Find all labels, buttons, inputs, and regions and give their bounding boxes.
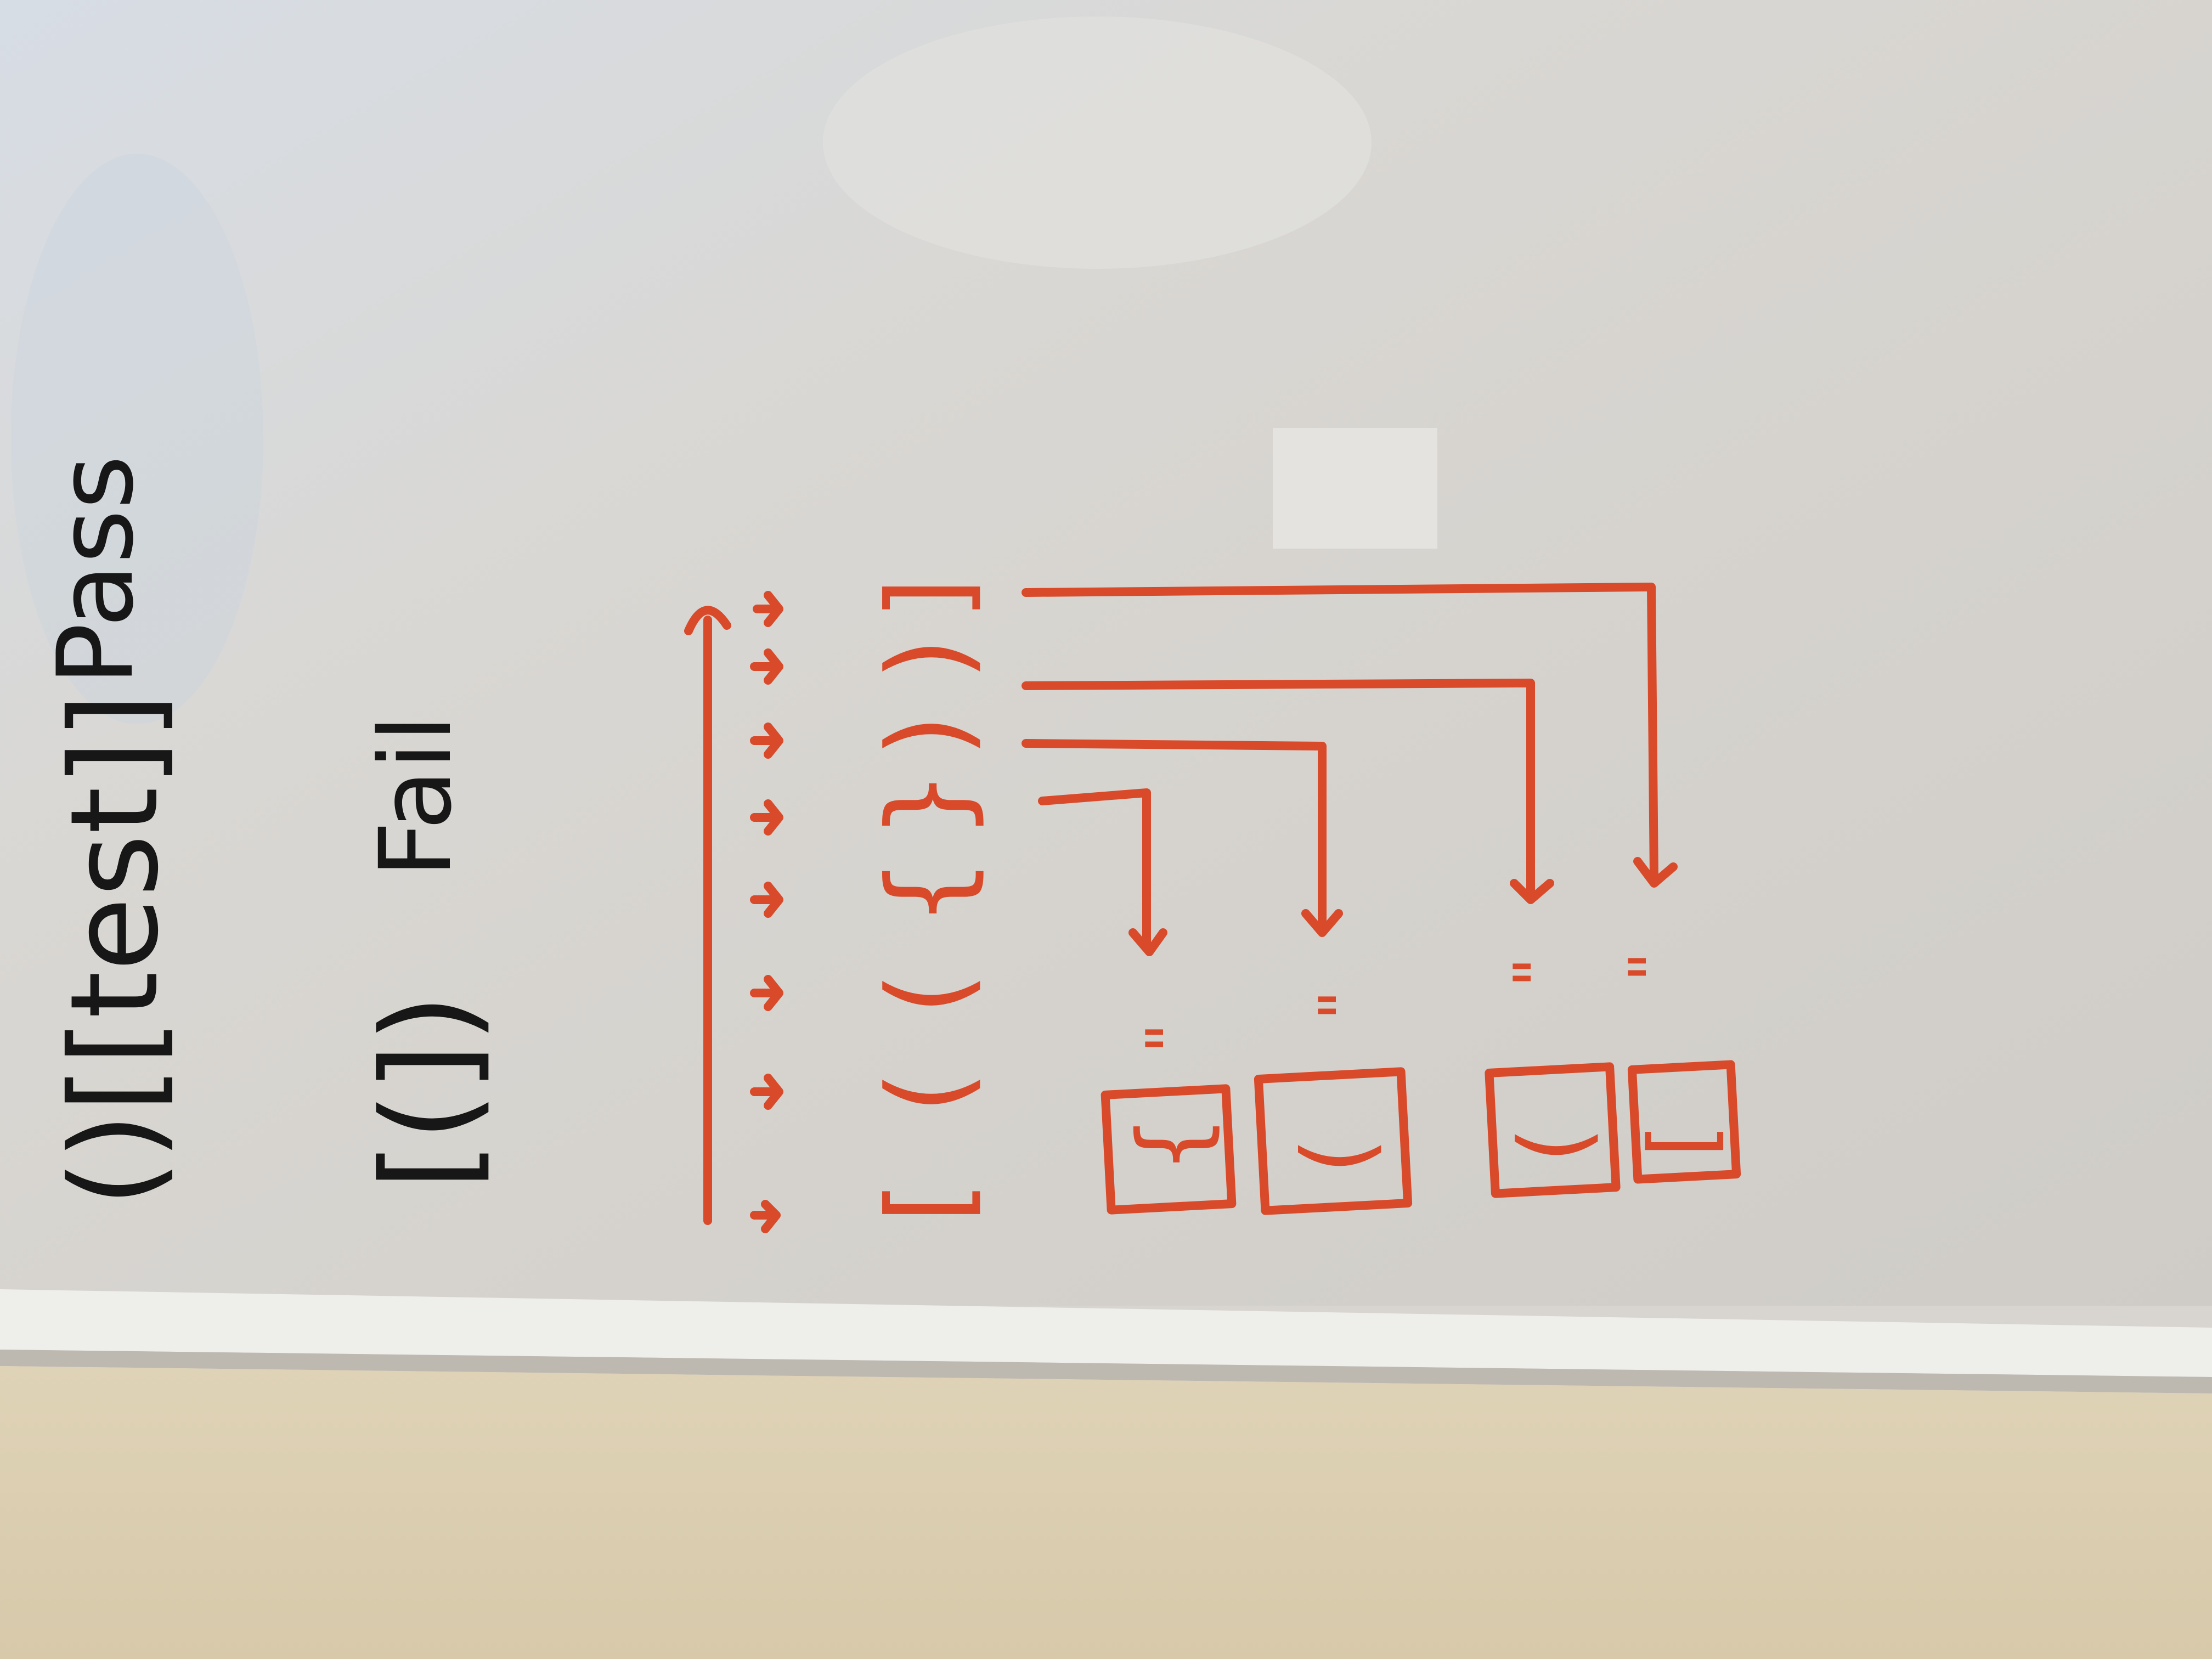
scan-arrow [750,882,783,918]
stack-char: } [864,770,992,839]
stack-char: [ [864,1181,992,1223]
result-label: " [1616,952,1692,982]
result-box-char: { [1118,1115,1227,1174]
input-stack: [ ( ( { } ) ) ] [864,577,992,1223]
scan-arrow [750,1200,781,1233]
scan-arrows [750,591,783,1233]
smudge [11,154,263,724]
result-box-char: ( [1499,1127,1608,1163]
result-box [1485,1062,1621,1198]
fail-label-text: Fail [359,715,473,878]
stack-char: { [864,857,992,927]
smudge [823,16,1372,269]
stack-char: ) [864,637,992,680]
board-ledge-shadow [0,1350,2212,1393]
stack-char: ( [864,972,992,1015]
direction-arrow-head [684,606,731,635]
board-ledge [0,1289,2212,1377]
result-label: " [1500,957,1577,988]
wall [0,1366,2212,1659]
result-box [1101,1084,1237,1215]
connector-line [1022,583,1678,888]
connector-line [1022,739,1343,937]
glare [1273,428,1437,549]
scan-arrow [750,648,783,685]
result-label: " [1133,1023,1209,1053]
scan-arrow [750,799,783,836]
stack-char: ] [864,577,992,620]
pass-label-text: Pass [35,455,156,686]
scan-arrow [750,975,783,1011]
result-box [1627,1060,1741,1184]
result-box-char: ( [1283,1138,1391,1174]
result-box-char: [ [1630,1124,1733,1158]
fail-example-text: [(]) [356,994,502,1190]
stack-char: ) [864,714,992,757]
connector-line [1022,679,1554,904]
pass-example-text: ()[[test]] [44,693,185,1207]
stack-char: ( [864,1071,992,1114]
scan-arrow [750,1074,783,1110]
result-label: " [1306,990,1382,1020]
scan-arrow [750,723,783,759]
result-box [1254,1067,1413,1215]
connector-line [1038,788,1167,956]
scan-arrow [753,591,783,627]
